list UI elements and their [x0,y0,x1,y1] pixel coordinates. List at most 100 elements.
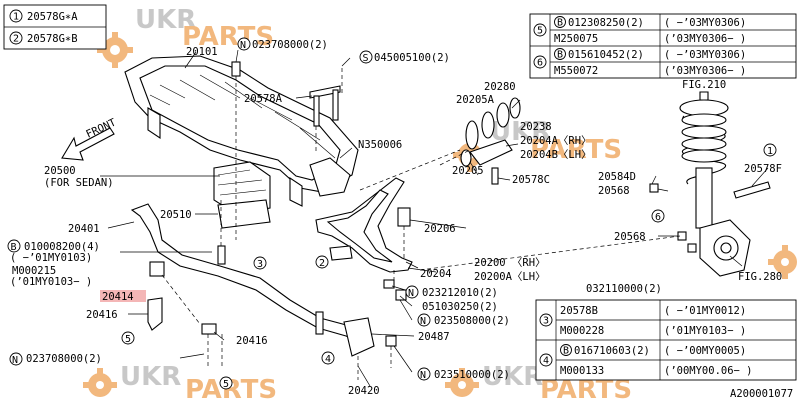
bushing-20414 [149,261,165,277]
legend-code-1[interactable]: 20578G∗A [27,11,78,23]
label-20420[interactable]: 20420 [348,385,380,397]
range-text: (’01MY0103− ) [664,325,746,337]
watermark-gear-icon [97,32,133,68]
label-20101[interactable]: 20101 [186,46,218,58]
bushing-assembly-20204 [439,97,521,185]
label-20510[interactable]: 20510 [160,209,192,221]
label-023510000[interactable]: 023510000(2) [434,369,510,381]
part-M000228[interactable]: M000228 [560,325,604,337]
label-20280[interactable]: 20280 [484,81,516,93]
watermark-gear-icon [445,368,479,397]
label-fig210[interactable]: FIG.210 [682,79,726,91]
range-text: ( −’03MY0306) [664,17,746,29]
label-m000215-range: (’01MY0103− ) [10,276,92,288]
table-bottom-right: 3 4 20578B ( −’01MY0012) M000228 (’01MY0… [535,299,797,381]
link-20420 [315,311,397,380]
legend-num-1: 1 [13,12,19,23]
label-n350006[interactable]: N350006 [358,139,402,151]
table-num-4: 4 [543,356,549,367]
strut-assembly [679,91,751,277]
bolt-prefix: B [557,18,563,29]
legend-top-left: 1 20578G∗A 2 20578G∗B [3,4,107,50]
svg-text:N: N [420,316,426,327]
label-fig280[interactable]: FIG.280 [738,271,782,283]
callout-4[interactable]: 4 [325,354,331,365]
label-023212010[interactable]: 023212010(2) [422,287,498,299]
label-20205[interactable]: 20205 [452,165,484,177]
part-20578B[interactable]: 20578B [560,305,598,317]
label-010008200[interactable]: 010008200(4) [24,241,100,253]
svg-text:B: B [11,242,17,253]
label-20200a[interactable]: 20200A〈LH〉 [474,271,546,283]
label-20204a[interactable]: 20204A〈RH〉 [520,135,592,147]
label-023708000-bot[interactable]: 023708000(2) [26,353,102,365]
bolt-prefix: B [563,346,569,357]
label-20414[interactable]: 20414 [102,291,134,303]
table-top-right: 5 6 B 012308250(2) ( −’03MY0306) M250075… [529,13,797,79]
label-20487[interactable]: 20487 [418,331,450,343]
callout-1[interactable]: 1 [767,146,773,157]
leader-lines [100,49,769,387]
watermark-parts: PARTS [182,22,274,52]
label-20416-a[interactable]: 20416 [86,309,118,321]
table-num-5: 5 [537,26,543,37]
watermark-gear-icon [83,368,117,397]
label-023708000-top[interactable]: 023708000(2) [252,39,328,51]
label-20206[interactable]: 20206 [424,223,456,235]
label-20578a[interactable]: 20578A [244,93,283,105]
label-010008200-range: ( −’01MY0103) [10,252,92,264]
range-text: ( −’03MY0306) [664,49,746,61]
part-012308250[interactable]: 012308250(2) [568,17,644,29]
callout-5b[interactable]: 5 [223,379,229,390]
label-20568-a[interactable]: 20568 [598,185,630,197]
label-20238[interactable]: 20238 [520,121,552,133]
part-labels: 20101 023708000(2) 045005100(2) 20578A 2… [10,39,793,400]
part-M000133[interactable]: M000133 [560,365,604,377]
watermark-gear-icon [768,245,797,279]
label-20416-b[interactable]: 20416 [236,335,268,347]
label-20584d[interactable]: 20584D [598,171,636,183]
range-text: (’03MY0306− ) [664,65,746,77]
legend-code-2[interactable]: 20578G∗B [27,33,78,45]
bolt-20578f [733,181,771,199]
callout-5[interactable]: 5 [125,334,131,345]
label-20500[interactable]: 20500 [44,165,76,177]
label-20200[interactable]: 20200 〈RH〉 [474,257,546,269]
callout-3[interactable]: 3 [257,259,263,270]
label-023508000[interactable]: 023508000(2) [434,315,510,327]
label-20578f[interactable]: 20578F [744,163,782,175]
label-20500-note: (FOR SEDAN) [44,177,114,189]
label-20401[interactable]: 20401 [68,223,100,235]
svg-text:S: S [363,53,369,64]
label-m000215[interactable]: M000215 [12,265,56,277]
range-text: ( −’00MY0005) [664,345,746,357]
diagram-id: A200001077 [730,388,793,400]
part-M250075[interactable]: M250075 [554,33,598,45]
legend-circle-2 [9,31,23,45]
bolt-prefix: B [557,50,563,61]
callout-circles: N S 3 2 1 6 B 5 N 5 4 N N N [7,37,777,390]
table-num-6: 6 [537,58,543,69]
callout-6[interactable]: 6 [655,212,661,223]
callout-2[interactable]: 2 [319,258,325,269]
watermark-ukr: UKR [120,362,181,392]
legend-circle-1 [9,9,23,23]
svg-text:N: N [12,355,18,366]
label-20578c[interactable]: 20578C [512,174,550,186]
watermark-ukr: UKR [135,5,196,35]
label-032110000[interactable]: 032110000(2) [586,283,662,295]
part-M550072[interactable]: M550072 [554,65,598,77]
label-051030250[interactable]: 051030250(2) [422,301,498,313]
watermark-parts: PARTS [185,375,277,400]
part-015610452[interactable]: 015610452(2) [568,49,644,61]
label-045005100[interactable]: 045005100(2) [374,52,450,64]
label-20205a[interactable]: 20205A [456,94,495,106]
table-num-3: 3 [543,316,549,327]
label-20204[interactable]: 20204 [420,268,452,280]
part-016710603[interactable]: 016710603(2) [574,345,650,357]
label-20568-b[interactable]: 20568 [614,231,646,243]
svg-text:N: N [240,40,246,51]
label-20204b[interactable]: 20204B〈LH〉 [520,149,592,161]
